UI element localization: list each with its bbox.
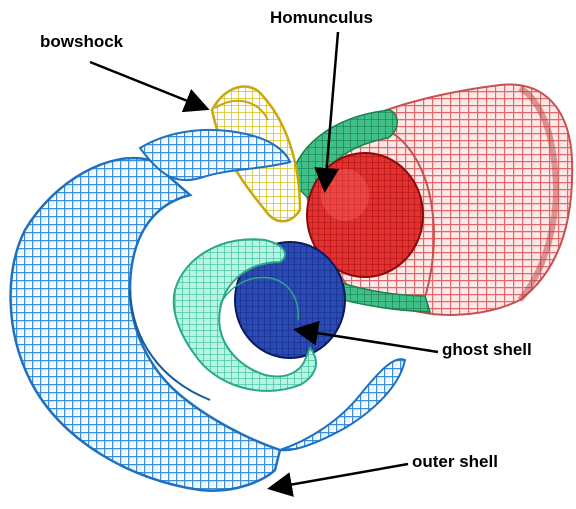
ghost-shell-label: ghost shell <box>442 340 532 360</box>
outer-shell-arrow <box>272 464 408 488</box>
outer-shell-label: outer shell <box>412 452 498 472</box>
bowshock-label: bowshock <box>40 32 123 52</box>
bowshock-arrow <box>90 62 205 108</box>
homunculus-label: Homunculus <box>270 8 373 28</box>
